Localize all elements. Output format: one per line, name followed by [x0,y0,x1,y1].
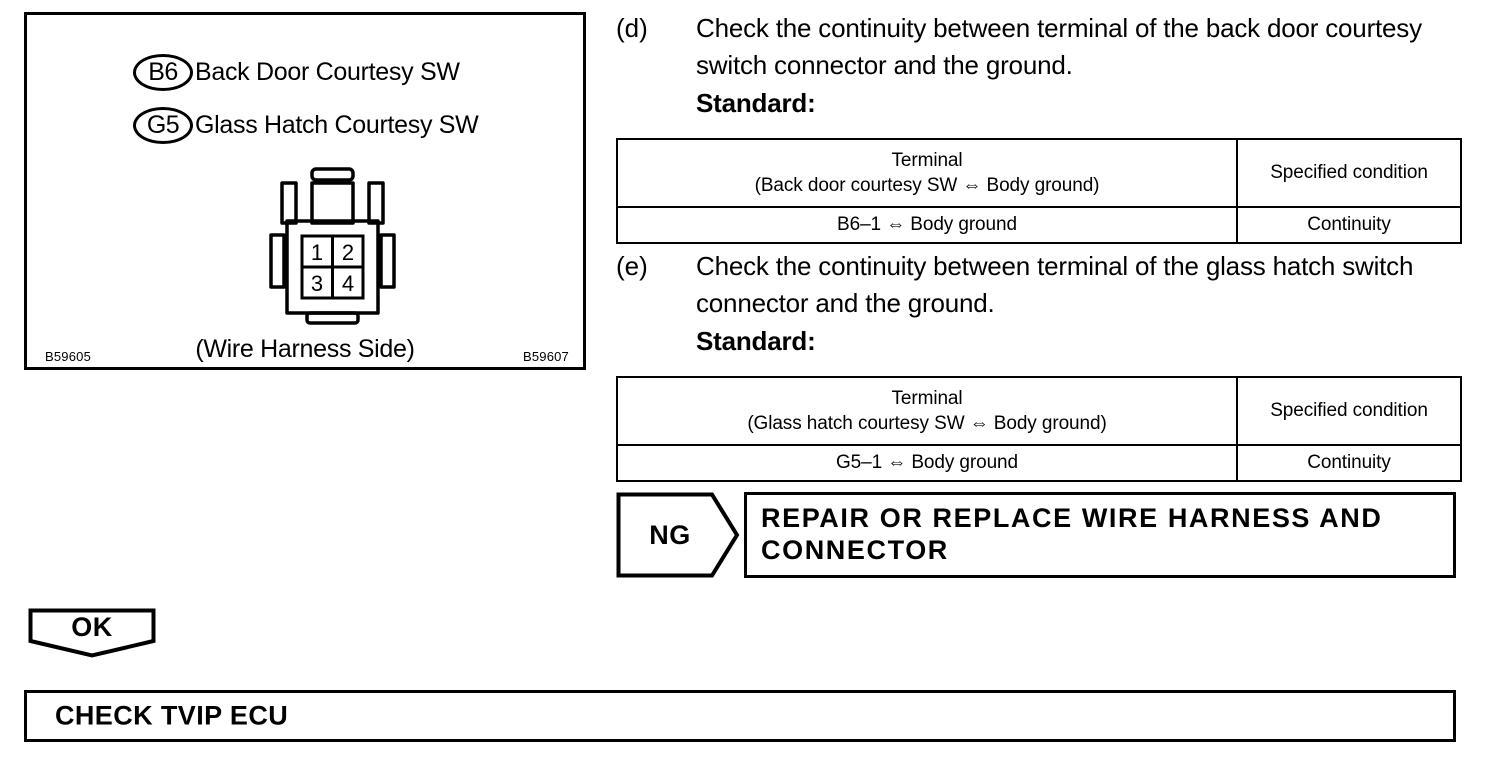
step-e: (e) Check the continuity between termina… [616,248,1456,360]
header-terminal-line1: Terminal [891,149,963,171]
step-d-body: Check the continuity between terminal of… [696,10,1456,122]
connector-svg: 1 2 3 4 [269,167,396,325]
row-condition-cell: Continuity [1236,206,1462,244]
header-terminal-line2: (Back door courtesy SW ⇔ Body ground) [754,175,1100,196]
legend-label-b6: Back Door Courtesy SW [195,58,460,86]
ng-result-text: REPAIR OR REPLACE WIRE HARNESS AND CONNE… [761,503,1383,565]
figure-id-left: B59605 [45,349,92,364]
pin-number-2: 2 [342,240,354,265]
ng-result-box: REPAIR OR REPLACE WIRE HARNESS AND CONNE… [744,492,1456,578]
header-condition-cell: Specified condition [1236,376,1462,446]
table-header-row: Terminal (Back door courtesy SW ⇔ Body g… [616,138,1462,208]
ok-label: OK [71,611,113,642]
row-terminal-cell: G5–1 ⇔ Body ground [616,444,1238,482]
final-step-box: CHECK TVIP ECU [24,690,1456,742]
step-d: (d) Check the continuity between termina… [616,10,1456,122]
connector-code-bubble-b6: B6 [133,54,193,91]
pin-number-3: 3 [311,271,323,296]
header-terminal-cell: Terminal (Glass hatch courtesy SW ⇔ Body… [616,376,1238,446]
table-header-row: Terminal (Glass hatch courtesy SW ⇔ Body… [616,376,1462,446]
legend-label-g5: Glass Hatch Courtesy SW [195,111,479,139]
step-e-letter: (e) [616,251,648,281]
header-terminal-cell: Terminal (Back door courtesy SW ⇔ Body g… [616,138,1238,208]
connector-code-bubble-g5: G5 [133,107,193,144]
ng-arrow-icon [616,492,740,578]
ng-label: NG [649,519,691,550]
header-terminal-line1: Terminal [891,387,963,409]
ng-arrow-tag: NG [616,492,740,578]
wire-harness-side-caption: (Wire Harness Side) [195,335,415,363]
ng-branch: NG REPAIR OR REPLACE WIRE HARNESS AND CO… [616,492,1456,578]
figure-id-right: B59607 [522,349,569,364]
step-d-instruction: Check the continuity between terminal of… [696,13,1422,81]
legend-item-g5: G5 Glass Hatch Courtesy SW [133,107,479,144]
pin-number-1: 1 [311,240,323,265]
row-condition-cell: Continuity [1236,444,1462,482]
final-step-text: CHECK TVIP ECU [55,700,289,731]
ok-arrow-icon [28,608,156,658]
step-e-standard-label: Standard: [696,325,816,356]
header-condition-cell: Specified condition [1236,138,1462,208]
ok-branch: OK [28,608,156,658]
table-row: B6–1 ⇔ Body ground Continuity [616,206,1462,244]
spec-table-glass-hatch: Terminal (Glass hatch courtesy SW ⇔ Body… [616,376,1462,482]
connector-figure-panel: B6 Back Door Courtesy SW G5 Glass Hatch … [24,12,586,370]
step-d-standard-label: Standard: [696,87,816,118]
table-row: G5–1 ⇔ Body ground Continuity [616,444,1462,482]
pin-number-4: 4 [342,271,354,296]
step-e-instruction: Check the continuity between terminal of… [696,251,1414,319]
connector-illustration: 1 2 3 4 [265,167,401,325]
row-terminal-cell: B6–1 ⇔ Body ground [616,206,1238,244]
step-e-body: Check the continuity between terminal of… [696,248,1456,360]
legend-item-b6: B6 Back Door Courtesy SW [133,54,460,91]
header-terminal-line2: (Glass hatch courtesy SW ⇔ Body ground) [747,413,1107,434]
spec-table-back-door: Terminal (Back door courtesy SW ⇔ Body g… [616,138,1462,244]
step-d-letter: (d) [616,13,648,43]
